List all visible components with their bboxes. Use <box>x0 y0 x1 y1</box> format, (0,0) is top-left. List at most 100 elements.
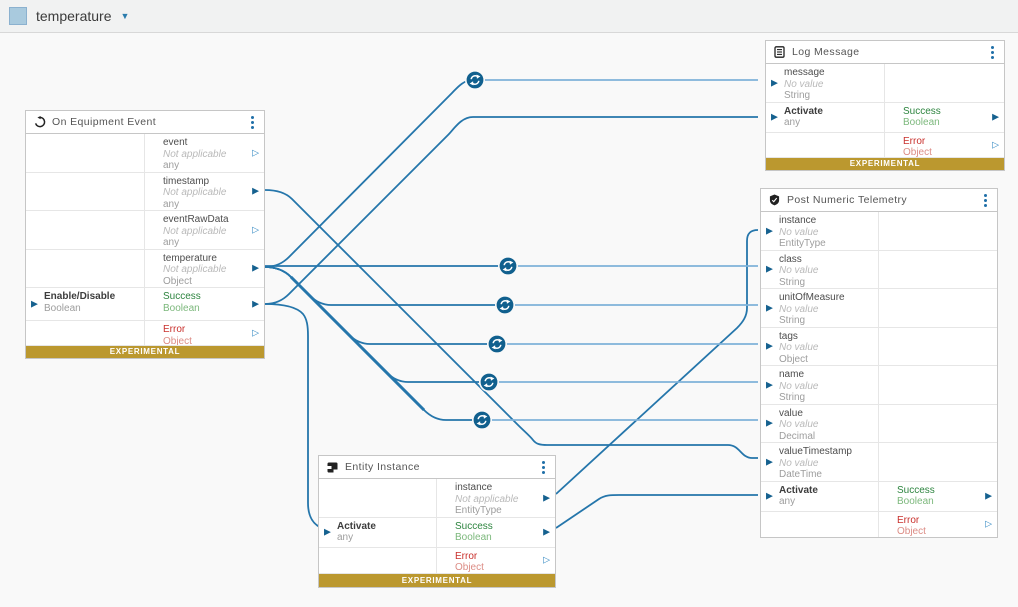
output-success[interactable]: Success Boolean <box>885 103 1004 132</box>
param-instance[interactable]: instance No value EntityType <box>761 212 879 250</box>
input-port-icon[interactable] <box>766 226 773 235</box>
spacer-cell <box>879 405 997 443</box>
kebab-menu-icon[interactable] <box>247 115 257 129</box>
flow-title: temperature <box>36 8 112 24</box>
output-error[interactable]: Error Object <box>145 321 264 345</box>
flow-toolbar: temperature <box>0 0 1018 33</box>
spacer-cell <box>879 289 997 327</box>
link-transform-badges[interactable] <box>464 70 519 431</box>
param-timestamp[interactable]: timestamp Not applicable any <box>145 173 264 211</box>
output-port-icon[interactable] <box>252 225 259 234</box>
output-success[interactable]: Success Boolean <box>437 518 555 547</box>
param-unitofmeasure[interactable]: unitOfMeasure No value String <box>761 289 879 327</box>
kebab-menu-icon[interactable] <box>538 460 548 474</box>
flow-color-chip <box>9 7 27 25</box>
experimental-badge: EXPERIMENTAL <box>319 573 555 587</box>
node-title: Entity Instance <box>345 461 420 473</box>
sync-badge-icon <box>494 294 516 316</box>
output-port-icon[interactable] <box>992 140 999 149</box>
output-error[interactable]: Error Object <box>437 548 555 573</box>
param-eventrawdata[interactable]: eventRawData Not applicable any <box>145 211 264 249</box>
sync-badge-icon <box>464 70 486 90</box>
experimental-badge: EXPERIMENTAL <box>26 346 264 358</box>
spacer-cell <box>319 479 437 517</box>
sync-badge-icon <box>497 255 519 277</box>
experimental-badge: EXPERIMENTAL <box>766 157 1004 170</box>
entity-icon <box>326 461 339 474</box>
param-temperature[interactable]: temperature Not applicable Object <box>145 250 264 288</box>
output-port-icon[interactable] <box>543 493 550 502</box>
output-port-icon[interactable] <box>252 187 259 196</box>
spacer-cell <box>319 547 437 573</box>
input-port-icon[interactable] <box>31 300 38 309</box>
input-port-icon[interactable] <box>766 303 773 312</box>
node-header[interactable]: Log Message <box>766 41 1004 64</box>
node-header[interactable]: Entity Instance <box>319 456 555 479</box>
output-error[interactable]: Error Object <box>885 133 1004 157</box>
kebab-menu-icon[interactable] <box>987 45 997 59</box>
sync-badge-icon <box>486 333 508 355</box>
param-name[interactable]: name No value String <box>761 366 879 404</box>
spacer-cell <box>885 64 1004 102</box>
param-instance[interactable]: instance Not applicable EntityType <box>437 479 555 517</box>
output-port-icon[interactable] <box>252 264 259 273</box>
chevron-down-icon[interactable] <box>120 11 129 21</box>
log-icon <box>773 46 786 59</box>
input-activate[interactable]: Activate any <box>766 102 885 132</box>
input-port-icon[interactable] <box>766 419 773 428</box>
spacer-cell <box>766 132 885 157</box>
spacer-cell <box>879 328 997 366</box>
output-port-icon[interactable] <box>252 329 259 338</box>
node-log-message[interactable]: Log Message message No value String Acti… <box>765 40 1005 171</box>
node-title: Post Numeric Telemetry <box>787 194 908 206</box>
output-port-icon[interactable] <box>543 556 550 565</box>
param-class[interactable]: class No value String <box>761 250 879 288</box>
spacer-cell <box>26 321 145 345</box>
node-entity-instance[interactable]: Entity Instance instance Not applicable … <box>318 455 556 588</box>
input-activate[interactable]: Activate any <box>761 481 879 511</box>
param-message[interactable]: message No value String <box>766 64 885 102</box>
output-port-icon[interactable] <box>252 148 259 157</box>
sync-badge-icon <box>471 409 493 431</box>
spacer-cell <box>26 172 145 210</box>
output-port-icon[interactable] <box>543 528 550 537</box>
output-success[interactable]: Success Boolean <box>879 482 997 511</box>
input-port-icon[interactable] <box>771 113 778 122</box>
output-port-icon[interactable] <box>252 300 259 309</box>
param-tags[interactable]: tags No value Object <box>761 327 879 365</box>
sync-badge-icon <box>478 371 500 393</box>
input-port-icon[interactable] <box>324 528 331 537</box>
input-port-icon[interactable] <box>771 78 778 87</box>
output-port-icon[interactable] <box>985 492 992 501</box>
param-value[interactable]: value No value Decimal <box>761 404 879 442</box>
param-valuetimestamp[interactable]: valueTimestamp No value DateTime <box>761 443 879 481</box>
spacer-cell <box>879 443 997 481</box>
spacer-cell <box>879 251 997 289</box>
output-port-icon[interactable] <box>992 113 999 122</box>
spacer-cell <box>26 249 145 287</box>
input-enable-disable[interactable]: Enable/Disable Boolean <box>26 288 145 320</box>
spacer-cell <box>879 212 997 250</box>
input-port-icon[interactable] <box>766 380 773 389</box>
input-port-icon[interactable] <box>766 492 773 501</box>
spacer-cell <box>26 211 145 249</box>
input-port-icon[interactable] <box>766 457 773 466</box>
node-header[interactable]: On Equipment Event <box>26 111 264 134</box>
kebab-menu-icon[interactable] <box>980 193 990 207</box>
spacer-cell <box>26 134 145 172</box>
node-on-equipment-event[interactable]: On Equipment Event event Not applicable … <box>25 110 265 359</box>
event-icon <box>33 116 46 129</box>
node-post-numeric-telemetry[interactable]: Post Numeric Telemetry instance No value… <box>760 188 998 538</box>
spacer-cell <box>879 366 997 404</box>
node-header[interactable]: Post Numeric Telemetry <box>761 189 997 212</box>
telemetry-icon <box>768 194 781 207</box>
param-event[interactable]: event Not applicable any <box>145 134 264 172</box>
input-port-icon[interactable] <box>766 342 773 351</box>
output-success[interactable]: Success Boolean <box>145 288 264 320</box>
input-port-icon[interactable] <box>766 265 773 274</box>
input-activate[interactable]: Activate any <box>319 517 437 547</box>
spacer-cell <box>761 511 879 537</box>
output-port-icon[interactable] <box>985 520 992 529</box>
output-error[interactable]: Error Object <box>879 512 997 537</box>
